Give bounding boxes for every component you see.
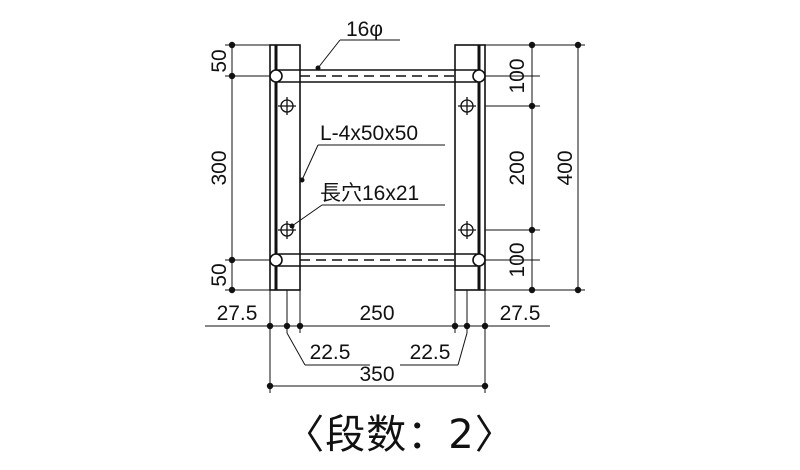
bottom-center-dim: 250 xyxy=(359,302,394,325)
top-rod xyxy=(260,69,492,83)
bottom-total-dim: 350 xyxy=(359,363,394,386)
left-mid-dim: 300 xyxy=(208,150,231,185)
left-bottom-dim: 50 xyxy=(208,263,231,286)
angle-label: L-4x50x50 xyxy=(320,122,418,145)
rod-diameter-label: 16φ xyxy=(346,18,383,41)
right-top-dim: 100 xyxy=(506,58,529,93)
leader-lines xyxy=(291,39,445,227)
bottom-rod xyxy=(260,253,492,267)
left-top-dim: 50 xyxy=(208,49,231,72)
left-dimension xyxy=(225,44,270,291)
bottom-dimension xyxy=(205,290,550,393)
bottom-right-edge-dim: 27.5 xyxy=(500,302,541,325)
bottom-left-offset-dim: 22.5 xyxy=(310,341,351,364)
dimension-dots xyxy=(228,41,582,390)
right-mid-dim: 200 xyxy=(506,150,529,185)
right-bottom-dim: 100 xyxy=(506,242,529,277)
right-total-dim: 400 xyxy=(554,150,577,185)
bottom-right-offset-dim: 22.5 xyxy=(410,341,451,364)
slot-label: 長穴16x21 xyxy=(320,182,419,205)
caption: 〈段数：2〉 xyxy=(284,412,516,458)
bottom-left-edge-dim: 27.5 xyxy=(217,302,258,325)
